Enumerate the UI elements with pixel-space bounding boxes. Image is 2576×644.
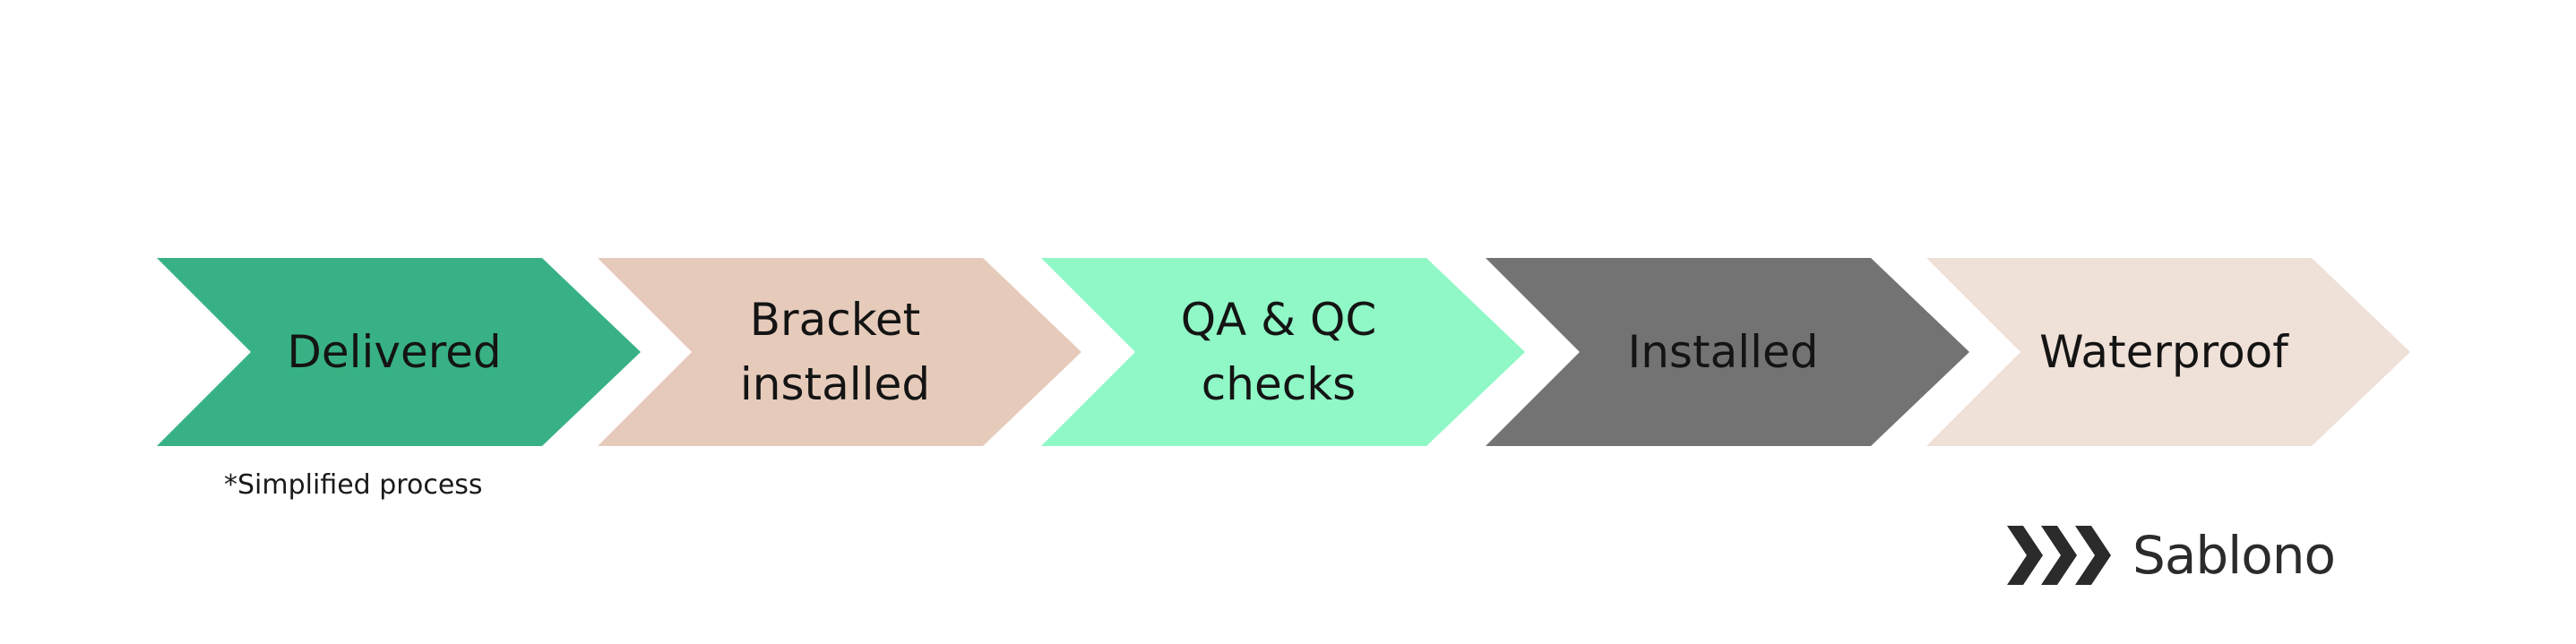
step-label: Waterproof [2039, 326, 2288, 378]
brand-name: Sablono [2132, 525, 2336, 586]
step-label: Delivered [287, 326, 502, 378]
process-step-waterproof: Waterproof [1926, 258, 2410, 446]
chevron-shape [1041, 258, 1525, 446]
chevron-fill [1041, 258, 1525, 446]
brand-logo: Sablono [2007, 519, 2336, 591]
process-step-delivered: Delivered [157, 258, 641, 446]
chevron-fill [598, 258, 1081, 446]
step-label: Installed [1627, 326, 1819, 378]
step-label: QA & QC checks [1180, 294, 1377, 410]
chevron-shape [598, 258, 1081, 446]
chevron-shape [1486, 258, 1969, 446]
process-step-bracket-installed: Bracket installed [598, 258, 1081, 446]
chevron-shape [1926, 258, 2410, 446]
step-label: Bracket installed [739, 294, 931, 410]
chevron-fill [157, 258, 641, 446]
process-step-qa-qc-checks: QA & QC checks [1041, 258, 1525, 446]
footnote: *Simplified process [224, 469, 483, 501]
chevron-shape [157, 258, 641, 446]
chevron-fill [1926, 258, 2410, 446]
chevron-fill [1486, 258, 1969, 446]
sablono-chevrons-logo-icon [2007, 526, 2111, 585]
process-step-installed: Installed [1486, 258, 1969, 446]
